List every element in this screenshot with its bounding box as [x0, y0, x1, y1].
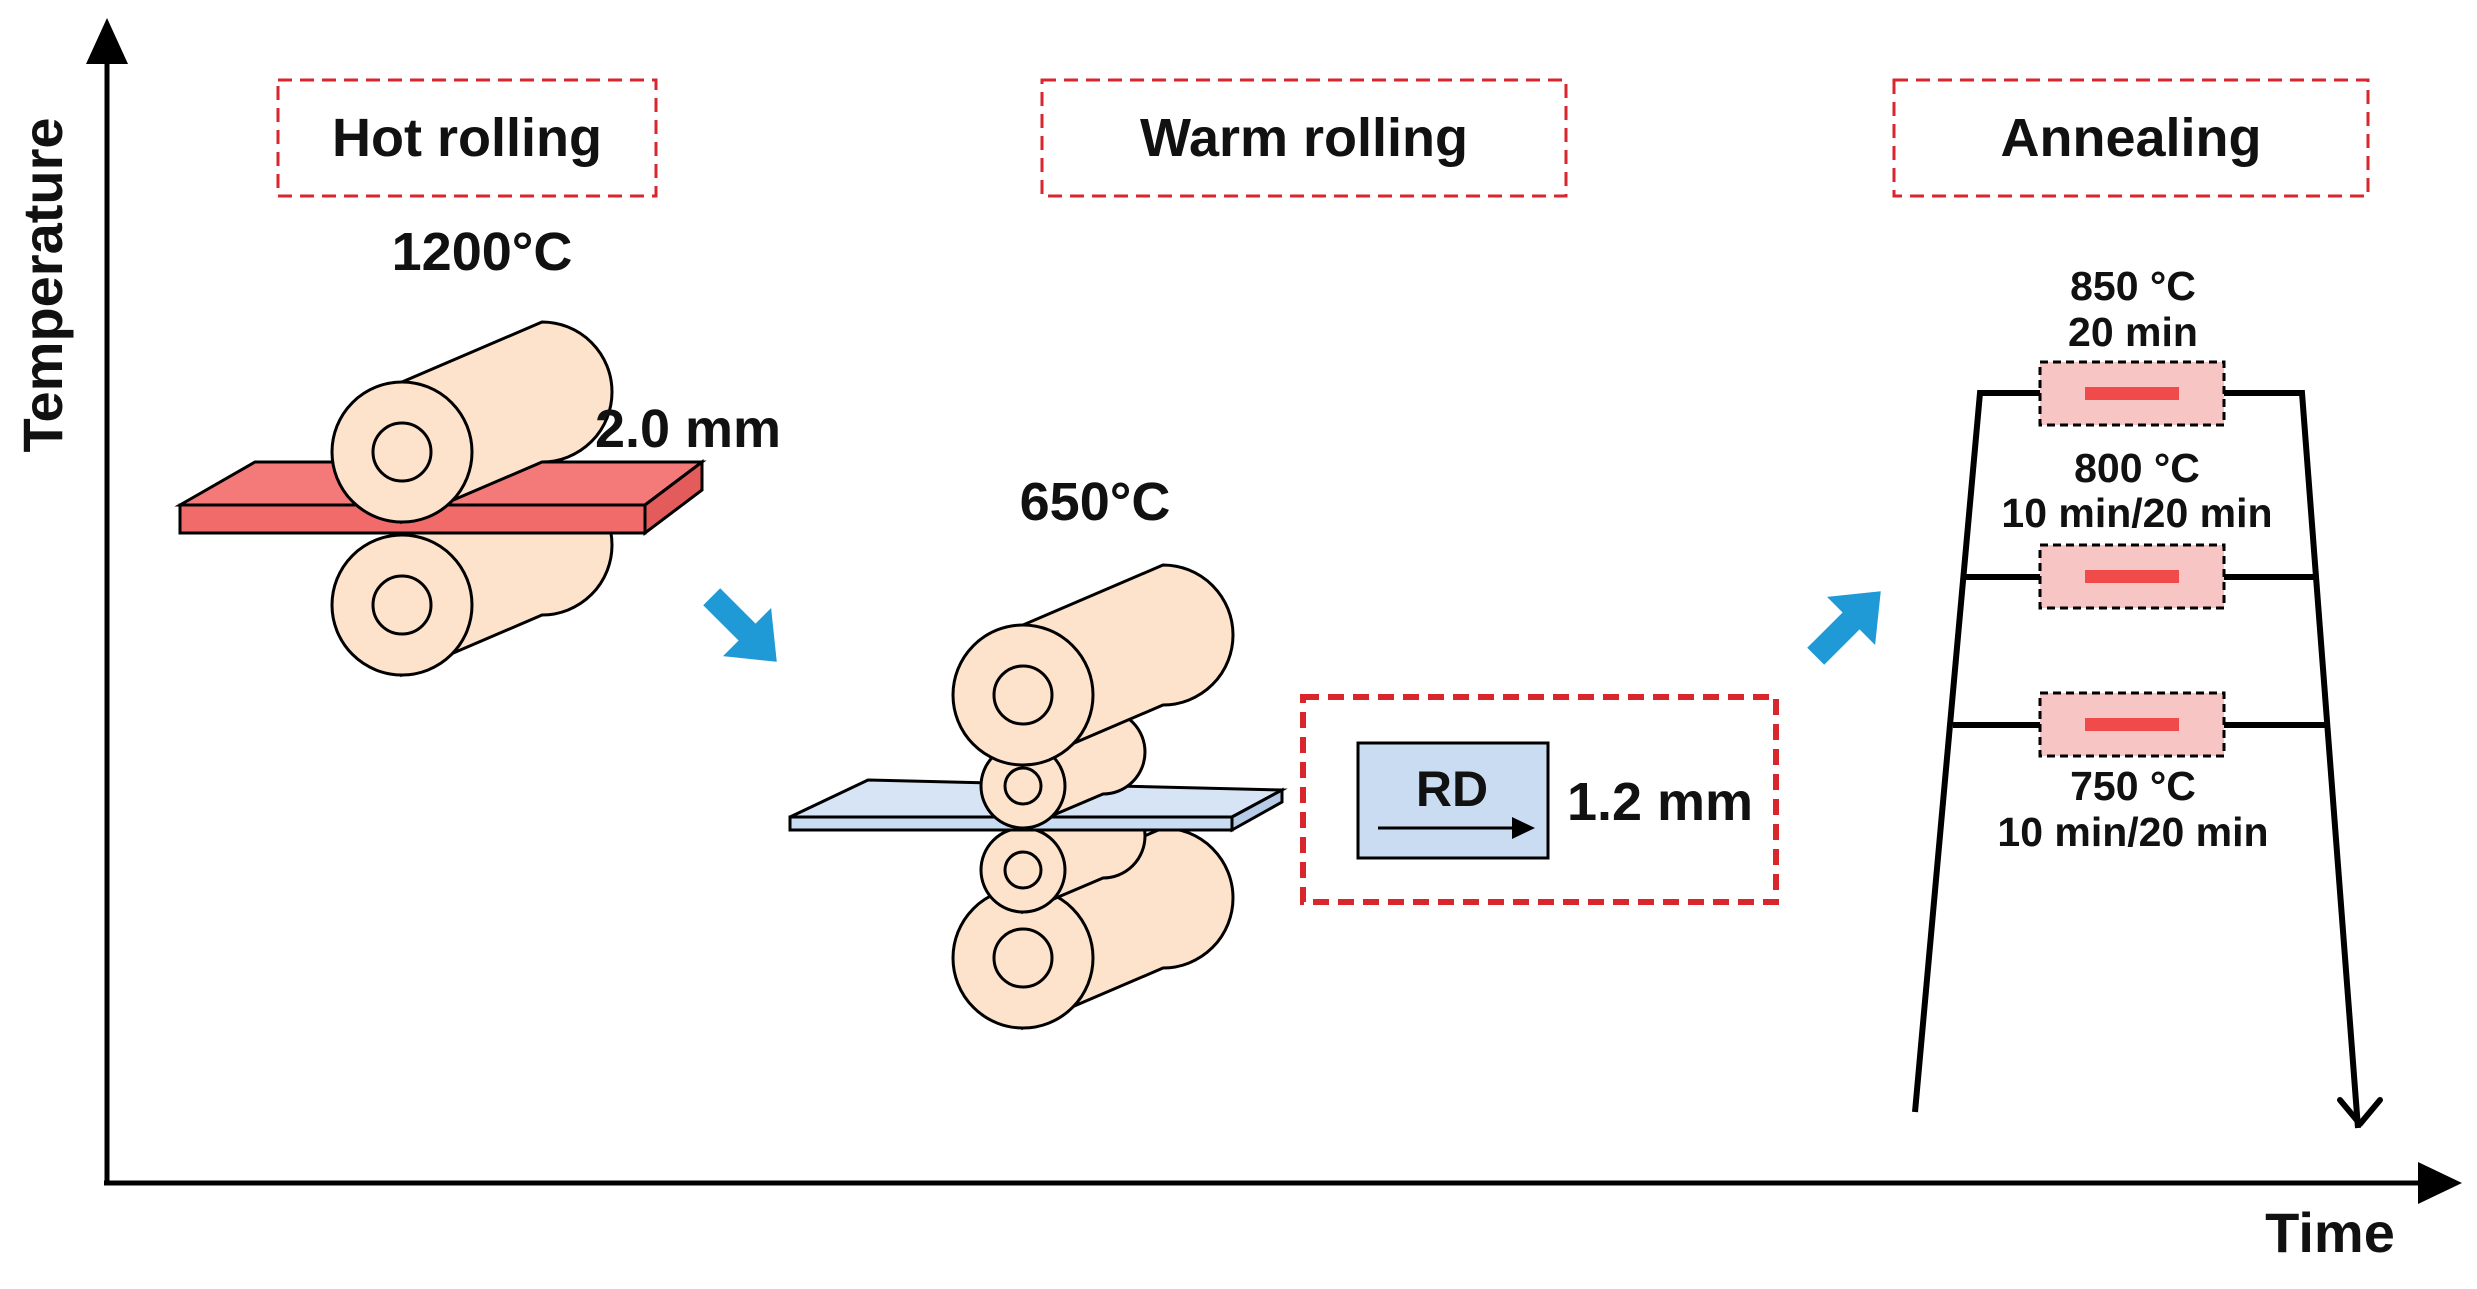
rolled-sheet-inset: RD 1.2 mm: [1300, 694, 1779, 905]
y-axis-arrowhead: [86, 18, 128, 64]
hot-rolling-mill: 1200°C 2.0 mm: [174, 222, 781, 677]
anneal-750-temp: 750 °C: [2070, 763, 2196, 809]
warm-rolling-title-box: [1040, 78, 1568, 198]
warm-rolling-mill: 650°C: [788, 472, 1288, 1030]
flow-arrow-icon: [1791, 567, 1905, 681]
annealing-title-box: [1892, 78, 2370, 198]
x-axis-label: Time: [2265, 1201, 2395, 1264]
anneal-850-temp: 850 °C: [2070, 263, 2196, 309]
cooling-arrowhead: [2337, 1097, 2383, 1127]
warm-upper-backup-roller: [951, 563, 1235, 767]
hot-rolling-temperature: 1200°C: [392, 222, 573, 282]
y-axis-label: Temperature: [11, 117, 74, 452]
anneal-800-temp: 800 °C: [2074, 445, 2200, 491]
hot-rolling-thickness: 2.0 mm: [595, 399, 781, 459]
anneal-800-time: 10 min/20 min: [2001, 490, 2272, 536]
annealing-sample-850: [2038, 360, 2226, 427]
rd-sample: [1356, 741, 1550, 860]
hot-rolling-title-box: [276, 78, 658, 198]
hot-rolling-title: Hot rolling: [332, 108, 602, 168]
flow-arrow-icon: [687, 572, 801, 686]
annealing-title: Annealing: [2000, 108, 2261, 168]
annealing-sample-750: [2038, 691, 2226, 758]
annealing-schedule: 850 °C 20 min 800 °C 10 min/20 min 750 °…: [1912, 263, 2383, 1129]
warm-rolling-title: Warm rolling: [1140, 108, 1468, 168]
rd-label: RD: [1416, 761, 1488, 817]
x-axis-arrowhead: [2418, 1162, 2462, 1204]
warm-rolling-thickness: 1.2 mm: [1567, 772, 1753, 832]
axes: Temperature Time: [11, 18, 2462, 1264]
anneal-850-time: 20 min: [2068, 309, 2198, 355]
anneal-750-time: 10 min/20 min: [1997, 809, 2268, 855]
warm-rolling-temperature: 650°C: [1020, 472, 1171, 532]
rolled-sheet-inset-box: [1300, 694, 1779, 905]
rd-arrow-icon: [1378, 817, 1535, 839]
stage-titles: Hot rolling Warm rolling Annealing: [276, 78, 2370, 198]
annealing-sample-800: [2038, 543, 2226, 610]
